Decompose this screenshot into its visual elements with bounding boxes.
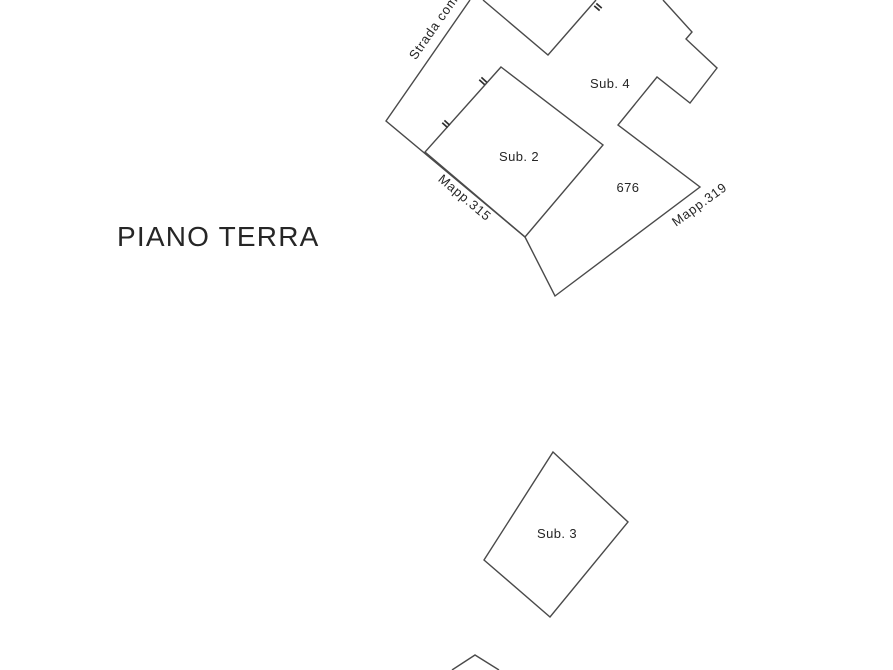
sub3-outline bbox=[483, 450, 629, 618]
sub4-label: Sub. 4 bbox=[590, 76, 630, 91]
page-title: PIANO TERRA bbox=[117, 221, 320, 252]
lower-partial-outline bbox=[451, 654, 500, 670]
access-tick-icon bbox=[593, 2, 603, 12]
sub2-outline bbox=[423, 66, 605, 238]
parcel-number-label: 676 bbox=[617, 180, 640, 195]
mapp315-label: Mapp.315 bbox=[435, 171, 494, 224]
parcel-boundary-outline bbox=[385, 0, 718, 298]
access-tick-icon bbox=[478, 76, 488, 86]
sub2-label: Sub. 2 bbox=[499, 149, 539, 164]
access-tick-icon bbox=[441, 119, 451, 129]
sub3-label: Sub. 3 bbox=[537, 526, 577, 541]
upper-building-notch-outline bbox=[482, 0, 597, 56]
